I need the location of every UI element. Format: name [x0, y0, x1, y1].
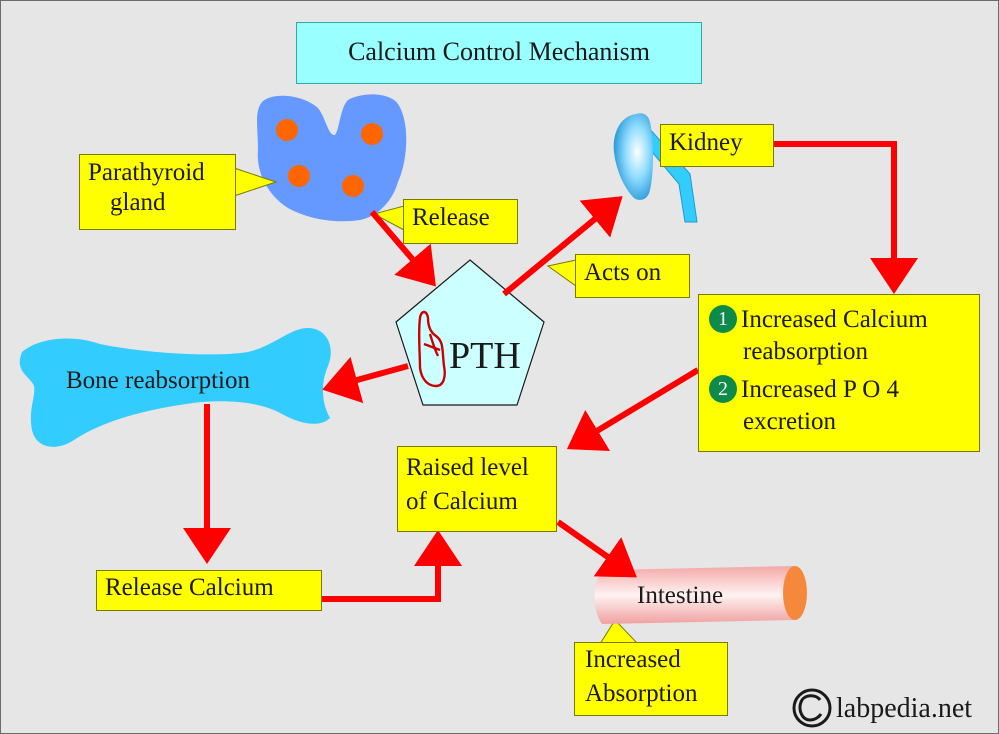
hand-icon [417, 310, 446, 388]
copyright-icon [792, 688, 832, 728]
parathyroid-label-line1: Parathyroid [88, 159, 205, 186]
diagram-title: Calcium Control Mechanism [296, 22, 702, 84]
effect-1-line1: Increased Calcium [741, 306, 928, 333]
effect-1-badge: 1 [709, 305, 737, 333]
gland-dot [288, 165, 310, 187]
gland-dot [276, 119, 298, 141]
watermark-text: labpedia.net [836, 693, 973, 724]
arrow-raised-to-intestine [556, 519, 637, 578]
raised-calcium-label: Raised level of Calcium [397, 446, 557, 532]
kidney-label: Kidney [660, 124, 774, 167]
effect-2-badge: 2 [709, 375, 737, 403]
arrow-gland-to-pth [369, 210, 436, 287]
kidney-icon [613, 113, 698, 223]
raised-calcium-line1: Raised level [406, 454, 529, 481]
absorption-line2: Absorption [585, 680, 698, 707]
gland-dot [361, 123, 383, 145]
release-calcium-label: Release Calcium [96, 570, 322, 611]
raised-calcium-line2: of Calcium [406, 488, 518, 515]
effect-2-line1: Increased P O 4 [741, 376, 900, 403]
pth-label: PTH [449, 335, 521, 377]
gland-dot [342, 175, 364, 197]
pth-pentagon [395, 259, 545, 406]
effect-2-line2: excretion [743, 408, 837, 435]
effect-1-line2: reabsorption [743, 338, 868, 365]
arrow-pth-to-kidney [502, 196, 623, 297]
acts-on-label: Acts on [575, 254, 690, 298]
parathyroid-label-line2: gland [110, 189, 166, 216]
arrow-release-to-raised [322, 530, 462, 602]
absorption-line1: Increased [585, 646, 681, 673]
arrow-pth-to-bone [322, 356, 409, 404]
release-label: Release [403, 199, 518, 244]
bone-shape [19, 328, 331, 447]
arrow-effects-to-raised [566, 367, 700, 452]
arrow-kidney-to-effects [774, 141, 918, 294]
bone-label: Bone reabsorption [66, 367, 250, 394]
absorption-label: Increased Absorption [574, 642, 728, 716]
intestine-shape [594, 566, 807, 624]
intestine-label: Intestine [637, 582, 724, 609]
parathyroid-label: Parathyroid gland [79, 154, 236, 230]
